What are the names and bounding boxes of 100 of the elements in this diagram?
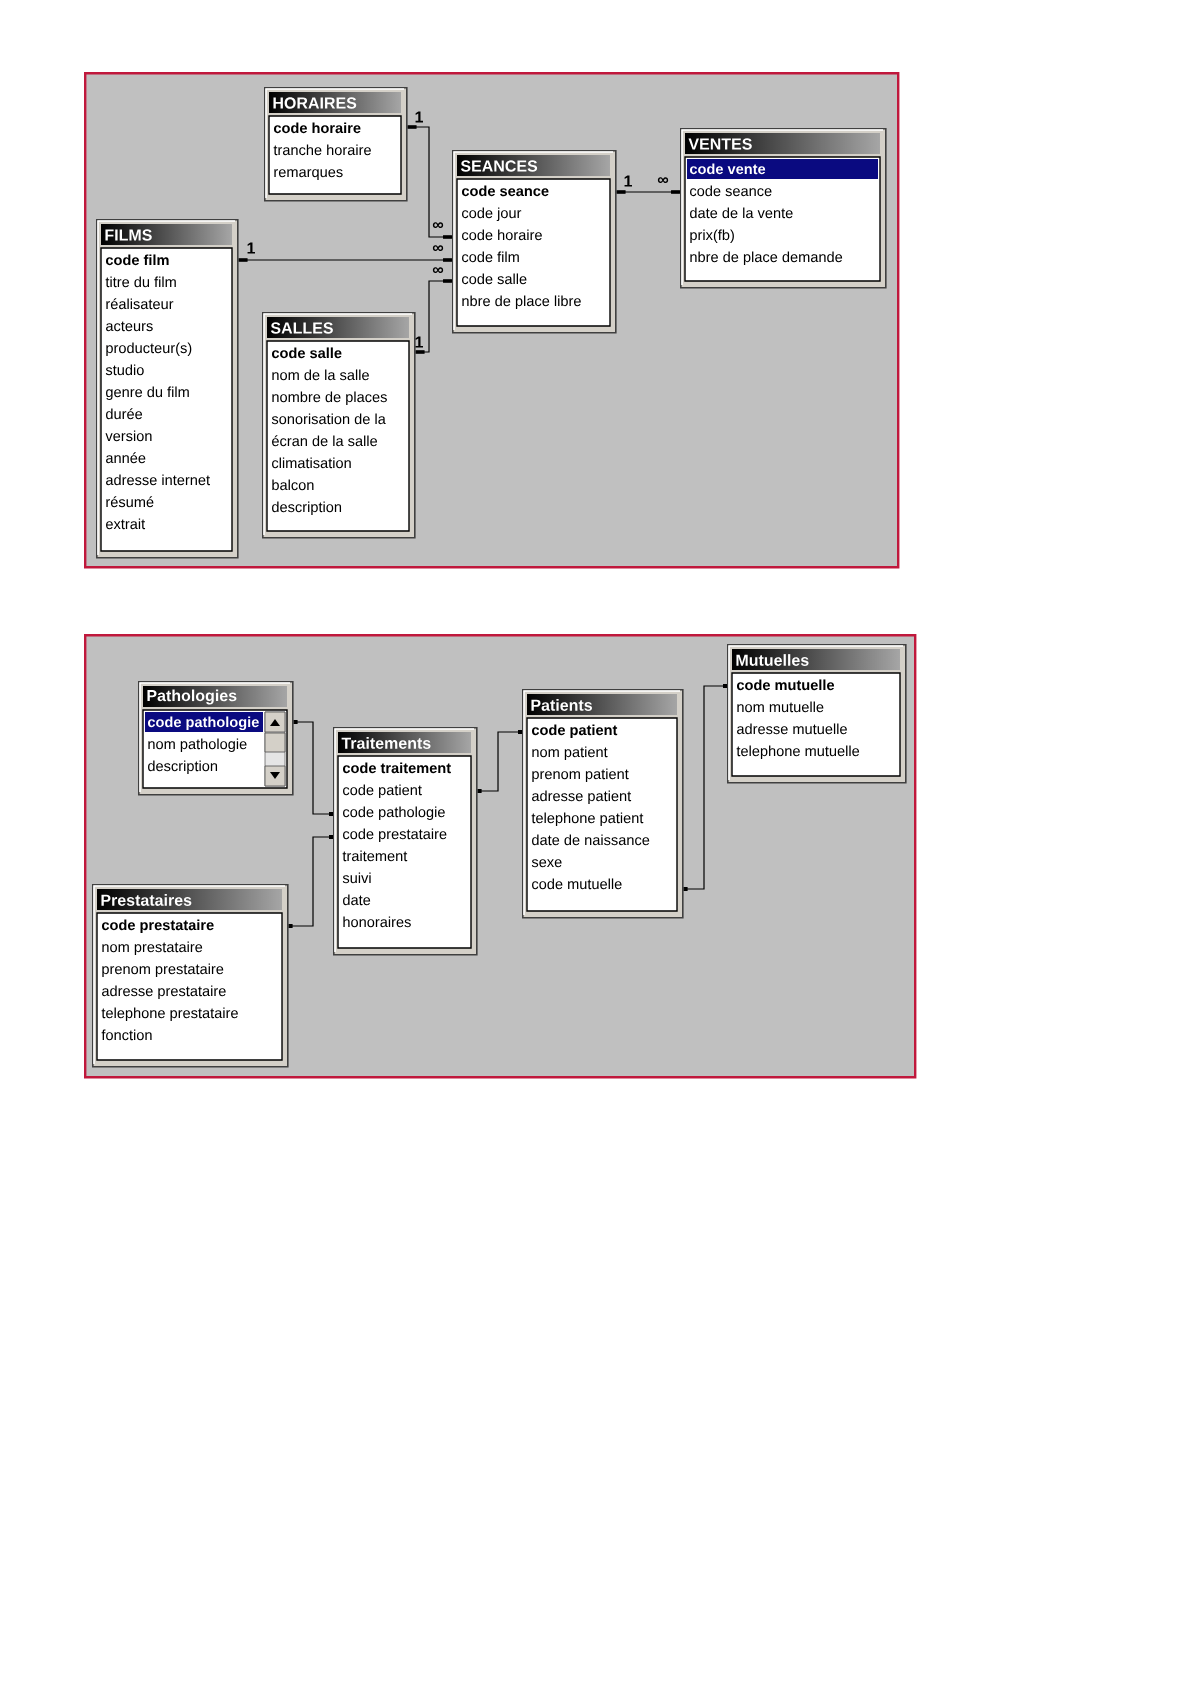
field-name: honoraires — [343, 916, 411, 928]
table-box — [333, 727, 478, 956]
table-title: SALLES — [270, 322, 333, 334]
field-name: code pathologie — [145, 712, 263, 732]
relationship-line — [415, 279, 452, 354]
field-name: adresse prestataire — [102, 985, 226, 999]
cardinality-label: ∞ — [432, 267, 444, 274]
table-box — [522, 689, 684, 919]
field-name: studio — [105, 364, 144, 376]
field-name: nbre de place demande — [690, 251, 843, 265]
field-name: code horaire — [273, 122, 361, 134]
table-title: Traitements — [341, 737, 431, 749]
field-name: écran de la salle — [272, 435, 378, 447]
field-name: telephone prestataire — [101, 1007, 238, 1021]
field-name: nom pathologie — [148, 738, 247, 752]
table-box — [92, 884, 289, 1068]
field-name: année — [106, 452, 146, 464]
relationship-line — [293, 720, 333, 816]
field-name: durée — [106, 408, 143, 420]
field-name: réalisateur — [106, 298, 174, 310]
field-name: adresse mutuelle — [737, 723, 847, 735]
table-title: Prestataires — [101, 894, 192, 906]
field-name: sonorisation de la — [271, 413, 386, 425]
cardinality-label: ∞ — [657, 177, 669, 184]
field-name: code traitement — [342, 762, 451, 774]
table-box — [727, 644, 907, 784]
field-name: date de la vente — [690, 207, 793, 219]
field-name: prenom prestataire — [102, 963, 224, 977]
field-name: traitement — [342, 850, 408, 862]
field-name: acteurs — [106, 321, 153, 332]
field-name: description — [148, 760, 218, 774]
field-name: prenom patient — [532, 768, 629, 782]
field-name: code prestataire — [343, 828, 447, 842]
field-name: sexe — [531, 859, 562, 868]
field-name: remarques — [274, 169, 343, 180]
field-name: code patient — [531, 724, 618, 738]
field-name: date — [343, 894, 371, 906]
field-name: code salle — [462, 273, 527, 285]
cardinality-label: 1 — [247, 242, 255, 254]
field-name: adresse patient — [532, 790, 632, 804]
table-box — [262, 312, 416, 539]
table-title: Pathologies — [147, 689, 237, 705]
field-name: code mutuelle — [736, 679, 835, 691]
field-name: date de naissance — [532, 834, 650, 846]
cardinality-label: ∞ — [432, 222, 444, 229]
field-name: code film — [105, 254, 169, 266]
table-title: Patients — [531, 699, 592, 711]
cardinality-label: 1 — [415, 111, 423, 123]
table-box — [452, 150, 617, 334]
relationship-line — [407, 125, 452, 239]
field-name: résumé — [106, 496, 154, 508]
relationship-line — [477, 730, 522, 793]
field-name: nom de la salle — [272, 369, 369, 381]
field-name: code seance — [461, 185, 549, 197]
table-title: FILMS — [105, 229, 152, 241]
table-title: HORAIRES — [273, 97, 357, 109]
table-box — [138, 681, 294, 796]
field-name: fonction — [101, 1029, 152, 1041]
field-name: code jour — [462, 207, 522, 221]
field-name: telephone mutuelle — [736, 745, 860, 759]
table-title: Mutuelles — [736, 654, 809, 666]
field-name: version — [105, 430, 152, 442]
relationship-line — [288, 835, 333, 928]
field-name: code pathologie — [343, 806, 445, 820]
table-box — [680, 128, 887, 289]
field-name: telephone patient — [531, 812, 644, 826]
field-name: suivi — [342, 872, 371, 884]
field-name: description — [272, 501, 342, 515]
cardinality-label: ∞ — [432, 245, 444, 252]
field-name: tranche horaire — [273, 144, 371, 156]
table-title: VENTES — [688, 138, 752, 150]
table-box — [264, 87, 408, 202]
field-name: nom patient — [532, 746, 608, 760]
field-name: climatisation — [272, 457, 351, 469]
table-box — [96, 219, 239, 559]
relationship-line — [238, 258, 452, 262]
field-name: nombre de places — [272, 391, 387, 405]
field-name: producteur(s) — [106, 342, 192, 356]
field-name: code vente — [687, 159, 878, 179]
relationship-line — [616, 190, 680, 194]
field-name: code mutuelle — [532, 878, 622, 890]
field-name: code salle — [271, 347, 342, 359]
field-name: balcon — [272, 479, 314, 491]
field-name: code prestataire — [101, 919, 214, 933]
field-name: nom prestataire — [102, 941, 203, 955]
cardinality-label: 1 — [624, 175, 632, 187]
field-name: code patient — [343, 784, 422, 798]
cardinality-label: 1 — [415, 336, 423, 348]
field-name: extrait — [106, 518, 146, 530]
field-name: nbre de place libre — [462, 295, 581, 309]
field-name: nom mutuelle — [737, 701, 824, 713]
table-title: SEANCES — [460, 160, 538, 172]
field-name: code film — [462, 251, 519, 263]
field-name: code seance — [690, 185, 772, 197]
field-name: code horaire — [462, 229, 542, 241]
relationship-line — [683, 684, 727, 891]
field-name: prix(fb) — [690, 229, 734, 243]
field-name: adresse internet — [106, 474, 210, 486]
field-name: titre du film — [105, 276, 176, 288]
field-name: genre du film — [106, 386, 189, 400]
